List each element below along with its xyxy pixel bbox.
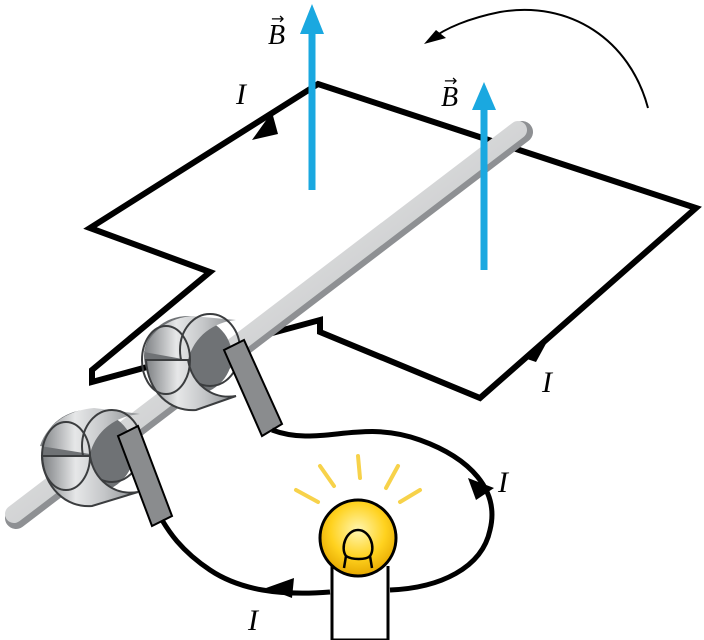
field-symbol: B bbox=[441, 82, 458, 113]
bulb-filament bbox=[342, 528, 374, 569]
brush-back bbox=[222, 338, 284, 438]
current-label-loop-right: I bbox=[541, 366, 554, 399]
brush-front bbox=[116, 424, 174, 528]
field-arrow-right bbox=[472, 82, 496, 270]
slip-ring-back bbox=[141, 313, 241, 412]
external-current-arrow-right bbox=[468, 478, 494, 500]
external-wire bbox=[271, 427, 495, 593]
loop-current-arrow-top bbox=[252, 112, 278, 140]
current-label-circuit-right: I bbox=[497, 466, 510, 499]
vector-arrow-mark: → bbox=[271, 9, 284, 28]
light-bulb bbox=[294, 454, 422, 640]
external-current-arrow-bottom bbox=[266, 578, 294, 598]
external-wire-return bbox=[159, 518, 331, 596]
rotation-arrow bbox=[429, 8, 649, 109]
field-arrow-left bbox=[300, 4, 324, 190]
vector-arrow-mark: → bbox=[444, 71, 457, 90]
field-symbol: B bbox=[268, 20, 285, 51]
rotation-arrowhead bbox=[424, 30, 446, 44]
current-label-circuit-bottom: I bbox=[247, 604, 260, 637]
field-label-right: → B bbox=[441, 71, 458, 113]
bulb-rays bbox=[294, 454, 422, 504]
current-label-loop-top: I bbox=[235, 78, 248, 111]
bulb-glass bbox=[318, 498, 398, 578]
loop-current-arrow-right bbox=[524, 340, 548, 362]
bulb-base bbox=[330, 566, 390, 640]
slip-ring-front bbox=[40, 408, 143, 508]
field-label-left: → B bbox=[268, 9, 285, 51]
